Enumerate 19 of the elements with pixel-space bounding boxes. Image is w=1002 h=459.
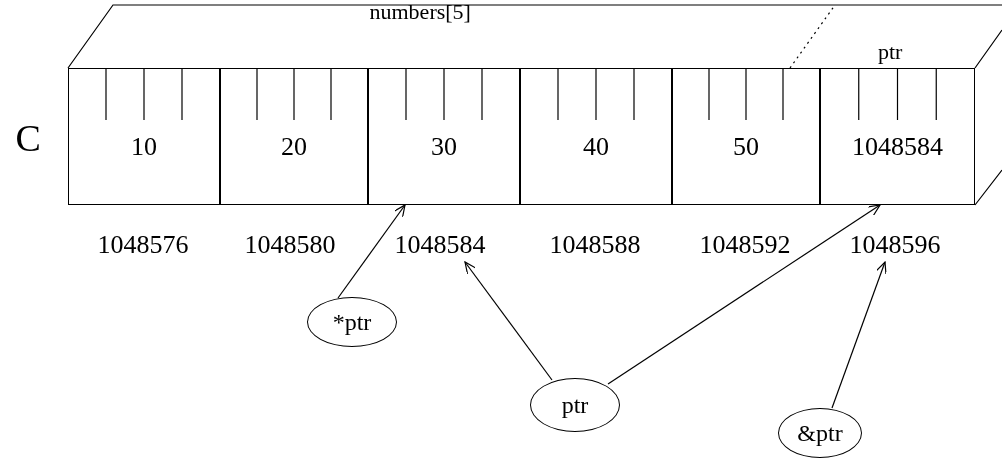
arrow	[831, 261, 887, 409]
address-label: 1048588	[549, 230, 641, 260]
memory-cell: 1048584	[820, 68, 975, 205]
arrow	[607, 204, 881, 385]
address-label: 1048596	[849, 230, 941, 260]
memory-cell: 10	[68, 68, 220, 205]
array-name-label: numbers[5]	[369, 0, 471, 25]
language-label: C	[15, 116, 41, 160]
memory-cell: 20	[220, 68, 368, 205]
memory-cell: 50	[672, 68, 820, 205]
address-label: 1048576	[97, 230, 189, 260]
address-label: 1048584	[394, 230, 486, 260]
memory-cell: 40	[520, 68, 672, 205]
address-label: 1048592	[699, 230, 791, 260]
memory-cell: 30	[368, 68, 520, 205]
arrow	[337, 204, 406, 299]
arrow	[464, 261, 553, 381]
variable-name-label: ptr	[878, 39, 903, 65]
address-label: 1048580	[244, 230, 336, 260]
